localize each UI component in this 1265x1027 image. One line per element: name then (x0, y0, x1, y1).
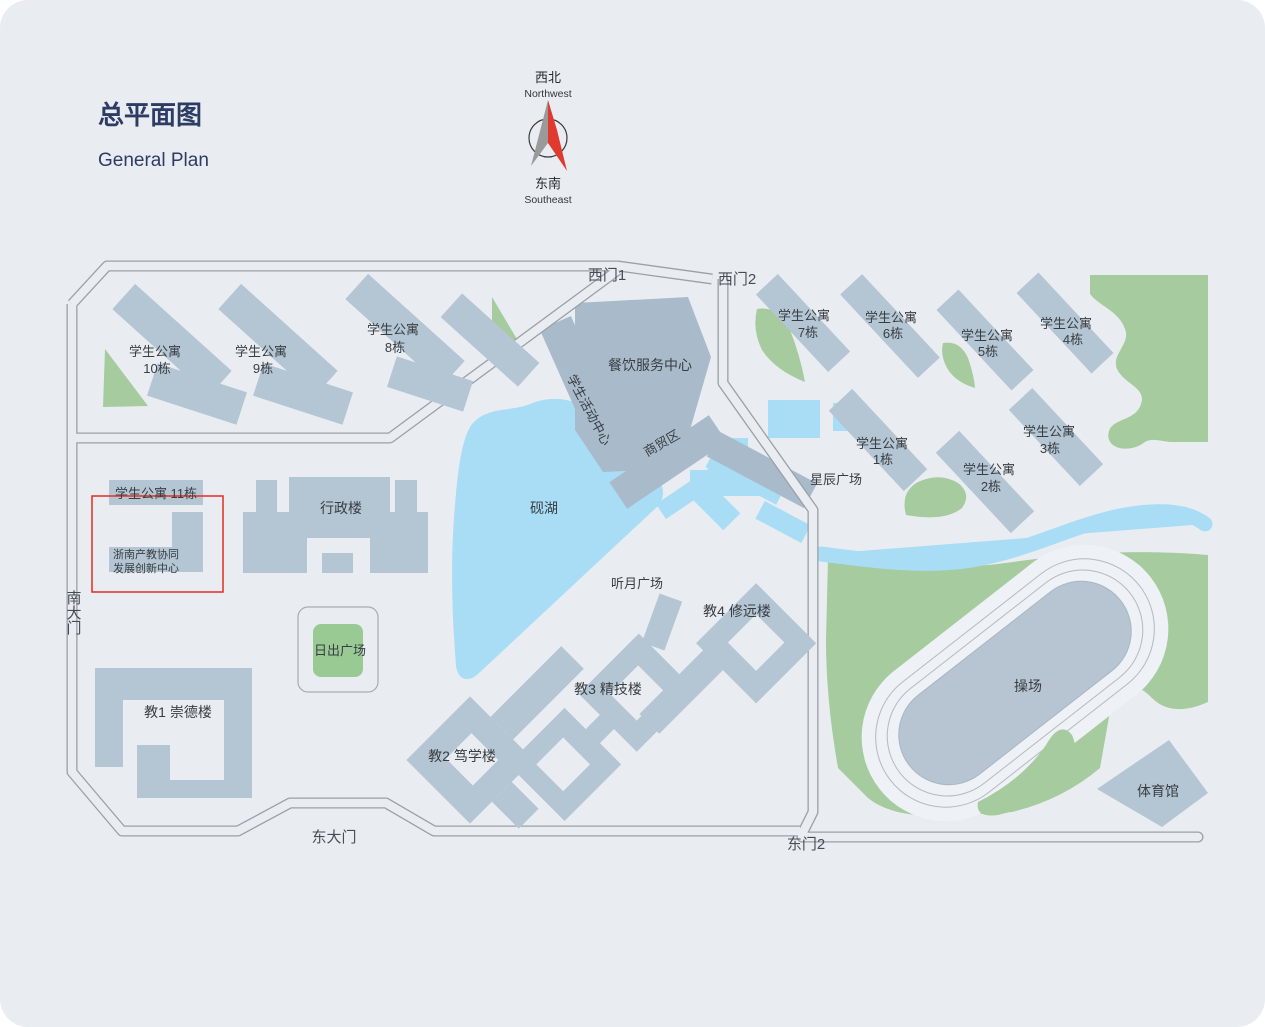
apt1-label-2: 1栋 (873, 452, 893, 467)
building-apartment-9 (218, 283, 338, 397)
lake-label: 砚湖 (530, 500, 558, 516)
apt2-label-1: 学生公寓 (963, 462, 1015, 477)
apt10-label-1: 学生公寓 (129, 344, 181, 359)
building-apartment-9-wing (253, 363, 353, 425)
highlight-box (91, 495, 224, 593)
jiao4-label: 教4 修远楼 (703, 603, 771, 619)
green-topright (1090, 275, 1208, 449)
gate-south-label: 南大门 (65, 590, 82, 636)
building-trade-zone-b (706, 431, 818, 509)
apt5-label-2: 5栋 (978, 344, 998, 359)
apt6-label-2: 6栋 (883, 326, 903, 341)
apt4-label-2: 4栋 (1063, 332, 1083, 347)
apt2-label-2: 2栋 (981, 479, 1001, 494)
building-admin (243, 477, 428, 573)
apt10-label-2: 10栋 (143, 361, 170, 376)
apt5-label-1: 学生公寓 (961, 328, 1013, 343)
page-subtitle: General Plan (98, 150, 209, 171)
compass-nw-cn: 西北 (535, 70, 561, 85)
gate-east2-label: 东门2 (787, 836, 825, 853)
gate-west1-label: 西门1 (588, 267, 626, 284)
innovation-label-1: 浙南产教协同 (113, 547, 179, 561)
jiao2-label: 教2 笃学楼 (428, 748, 496, 764)
apt3-label-1: 学生公寓 (1023, 424, 1075, 439)
building-apartment-1 (828, 388, 928, 492)
stadium-field (898, 580, 1132, 786)
building-apartment-8-wing (387, 356, 473, 412)
green-apt5 (942, 342, 975, 388)
canal-2 (655, 464, 725, 520)
apt11-label: 学生公寓 11栋 (115, 486, 197, 501)
gate-east-label: 东大门 (311, 829, 356, 846)
star-plaza-label: 星辰广场 (810, 472, 862, 487)
road-surfaces (67, 261, 1203, 842)
building-apartment-4 (1016, 272, 1114, 374)
gate-west2-label: 西门2 (718, 271, 756, 288)
apt4-label-1: 学生公寓 (1040, 316, 1092, 331)
apt8-label-1: 学生公寓 (367, 322, 419, 337)
building-apartment-2 (935, 430, 1035, 534)
building-gym (1097, 740, 1208, 827)
gym-label: 体育馆 (1137, 783, 1179, 799)
building-apartment-3 (1008, 388, 1104, 486)
apt7-label-2: 7栋 (798, 325, 818, 340)
green-gym-tongue (977, 729, 1076, 816)
compass: 西北 Northwest 东南 Southeast (524, 70, 571, 206)
green-apt2 (904, 477, 967, 518)
building-apartment-8 (345, 273, 465, 387)
compass-se-cn: 东南 (535, 176, 561, 191)
apt3-label-2: 3栋 (1040, 441, 1060, 456)
apt1-label-1: 学生公寓 (856, 436, 908, 451)
apt8-label-2: 8栋 (385, 340, 405, 355)
road-network (66, 260, 1204, 843)
apt9-label-1: 学生公寓 (235, 344, 287, 359)
canteen-label: 餐饮服务中心 (608, 357, 692, 373)
compass-needle-red (548, 100, 567, 171)
admin-label: 行政楼 (320, 500, 362, 516)
building-jiao1 (95, 668, 252, 798)
stadium-track-inner-line (886, 569, 1144, 797)
building-apartment-7 (755, 274, 851, 372)
river (813, 504, 1213, 571)
building-apartment-6 (840, 274, 940, 378)
star-plaza-pool-6 (755, 500, 811, 544)
sun-plaza (297, 606, 379, 693)
apt7-label-1: 学生公寓 (778, 308, 830, 323)
moon-plaza-label: 听月广场 (611, 576, 663, 591)
apt6-label-1: 学生公寓 (865, 310, 917, 325)
apt9-label-2: 9栋 (253, 361, 273, 376)
building-jiao3-arm (641, 593, 683, 651)
sun-plaza-label: 日出广场 (314, 643, 366, 658)
building-apartment-5 (936, 289, 1034, 391)
building-innovation-center (109, 512, 203, 572)
building-trade-zone-a (609, 415, 727, 509)
star-plaza-pool-1 (768, 400, 820, 438)
jiao3-label: 教3 精技楼 (574, 681, 642, 697)
compass-nw-en: Northwest (524, 88, 571, 100)
jiao1-label: 教1 崇德楼 (144, 704, 212, 720)
compass-needle-gray (531, 100, 548, 166)
building-apartment-10-wing (147, 363, 247, 425)
map-labels: 西门1 西门2 南大门 东大门 东门2 学生公寓 10栋 学生公寓 9栋 学生公… (65, 267, 1180, 853)
green-apt7 (755, 308, 805, 382)
innovation-label-2: 发展创新中心 (113, 561, 179, 575)
building-apartment-10 (112, 283, 232, 397)
building-apartment-8-annex (440, 293, 540, 387)
stadium (861, 544, 1169, 822)
page-title: 总平面图 (98, 100, 202, 130)
building-activity-center (539, 315, 627, 455)
compass-se-en: Southeast (524, 194, 571, 206)
green-topleft-triangle (103, 349, 148, 407)
service-complex (539, 297, 818, 509)
playground-label: 操场 (1014, 678, 1042, 694)
building-apartment-11 (109, 480, 203, 572)
